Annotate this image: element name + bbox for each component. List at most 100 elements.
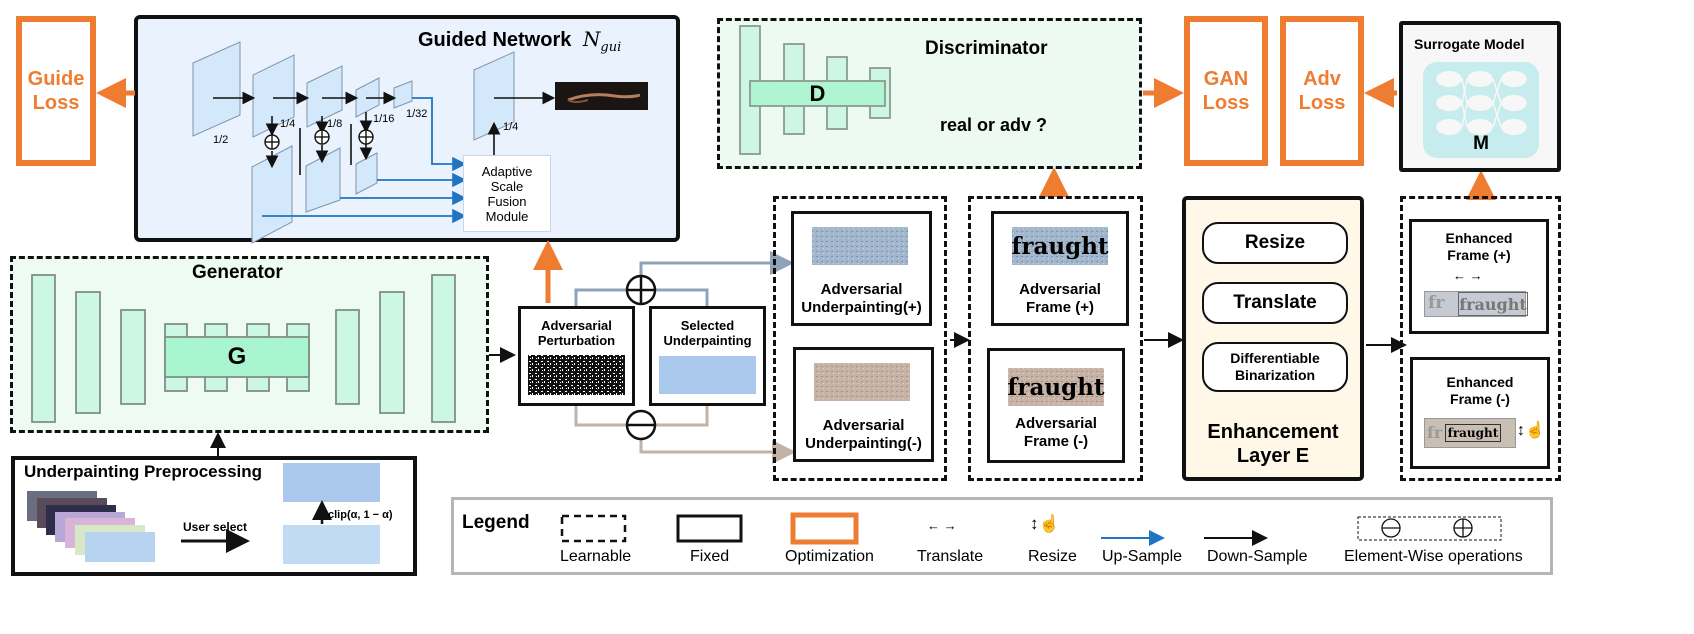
- legend-title: Legend: [462, 512, 530, 533]
- enhanced-plus-ghost: fr: [1428, 293, 1445, 313]
- legend-learnable: Learnable: [560, 548, 632, 565]
- enhanced-minus-box: [1410, 357, 1550, 469]
- enhanced-minus-line2: Frame (-): [1450, 391, 1510, 407]
- adv-frame-plus-image: [1012, 227, 1108, 265]
- generator-panel: [10, 256, 489, 433]
- selected-underpainting-image: [659, 356, 756, 394]
- selected-underpainting-box: [649, 306, 766, 406]
- optimization-arrows: [96, 78, 1496, 303]
- adv-underpainting-panel: [773, 196, 947, 481]
- adv-loss-line1: Adv: [1303, 68, 1341, 90]
- preprocessing-panel: [11, 456, 417, 576]
- adv-frame-panel: [968, 196, 1143, 481]
- enhanced-plus-line2: Frame (+): [1447, 247, 1511, 263]
- adv-frame-minus-line2: Frame (-): [1023, 433, 1089, 450]
- plus-op: [625, 274, 657, 306]
- surrogate-block-label: M: [1473, 133, 1489, 154]
- legend-optimization: Optimization: [785, 548, 874, 565]
- legend-symbols: [560, 512, 1502, 546]
- selected-underpainting-line2: Underpainting: [663, 333, 752, 348]
- adv-frame-plus-line1: Adversarial: [1019, 281, 1101, 298]
- adv-frame-minus-box: [987, 348, 1125, 463]
- upsample-arrows: [262, 97, 467, 224]
- enhanced-minus-line1: Enhanced: [1446, 374, 1514, 390]
- adv-under-minus-box: [793, 347, 934, 462]
- adv-under-minus-line1: Adversarial: [822, 417, 905, 434]
- adv-perturbation-box: [518, 306, 635, 406]
- adv-under-plus-image: [812, 227, 908, 265]
- legend-resize: Resize: [1028, 548, 1077, 565]
- enhancement-title-line1: Enhancement: [1207, 421, 1339, 443]
- scale-label: 1/4: [280, 118, 296, 130]
- perturbation-noise-image: [528, 355, 625, 395]
- legend-resize-icon: ↕☝: [1030, 514, 1060, 533]
- enhanced-minus-ghost: fr: [1427, 423, 1443, 442]
- scale-label: 1/2: [213, 134, 229, 146]
- scale-label: 1/8: [327, 118, 343, 130]
- adv-perturbation-line2: Perturbation: [537, 333, 616, 348]
- legend-fixed: Fixed: [690, 548, 730, 565]
- adv-frame-plus-word: fraught: [1011, 232, 1109, 260]
- guide-loss-line1: Guide: [27, 68, 85, 90]
- enhanced-minus-word: fraught: [1445, 424, 1501, 442]
- selected-underpainting-line1: Selected: [680, 318, 735, 333]
- raw-underpainting: [283, 525, 380, 564]
- scale-label: 1/16: [373, 113, 395, 125]
- elementwise-arrows: [574, 251, 796, 464]
- fusion-line: Fusion: [487, 193, 527, 209]
- encoder-arrows: [213, 91, 556, 175]
- binarization-line2: Binarization: [1234, 367, 1316, 383]
- underpainting-stack: [27, 491, 155, 562]
- guide-loss-line2: Loss: [32, 92, 80, 114]
- adv-under-minus-line2: Underpainting(-): [805, 435, 922, 452]
- legend-translate-icon: ← →: [927, 518, 957, 533]
- enhanced-plus-line1: Enhanced: [1445, 230, 1513, 246]
- gan-loss-line1: GAN: [1203, 68, 1249, 90]
- discriminator-panel: [717, 18, 1142, 169]
- guided-network-title-text: Guided Network: [418, 29, 572, 51]
- generator-block-label: G: [227, 343, 247, 370]
- clipped-underpainting: [283, 463, 380, 502]
- adv-under-plus-box: [791, 211, 932, 326]
- enhanced-plus-word: fraught: [1458, 292, 1528, 316]
- guided-network-title: Guided Network Ngui: [418, 27, 621, 55]
- preprocessing-title: Underpainting Preprocessing: [24, 462, 263, 481]
- legend-panel: [451, 497, 1553, 575]
- gan-loss-line2: Loss: [1202, 92, 1250, 114]
- scale-label: 1/4: [503, 121, 519, 133]
- guided-network-symbol-sub: gui: [600, 40, 622, 55]
- resize-op: Resize: [1202, 222, 1348, 264]
- fusion-line: Scale: [490, 178, 524, 194]
- translate-icon: ← →: [1453, 268, 1483, 283]
- adv-under-plus-line1: Adversarial: [820, 281, 903, 298]
- surrogate-title: Surrogate Model: [1414, 36, 1525, 52]
- scale-label: 1/32: [406, 108, 428, 120]
- plus-circles: [264, 129, 374, 150]
- surrogate-panel: [1399, 21, 1561, 172]
- fusion-module: Adaptive Scale Fusion Module: [463, 155, 551, 232]
- adv-loss-line2: Loss: [1298, 92, 1346, 114]
- adv-under-minus-image: [814, 363, 910, 401]
- enhanced-frame-panel: [1400, 196, 1561, 481]
- binarization-line1: Differentiable: [1230, 350, 1320, 366]
- guided-network-symbol: N: [582, 27, 601, 51]
- fusion-line: Adaptive: [481, 163, 533, 179]
- enhancement-title-line2: Layer E: [1236, 445, 1310, 467]
- legend-elementwise: Element-Wise operations: [1344, 548, 1523, 565]
- generator-title: Generator: [192, 262, 283, 283]
- adv-frame-plus-box: [991, 211, 1129, 326]
- user-select-label: User select: [183, 520, 248, 534]
- discriminator-block-label: D: [809, 80, 826, 106]
- resize-hand-icon: ↕☝: [1517, 422, 1545, 439]
